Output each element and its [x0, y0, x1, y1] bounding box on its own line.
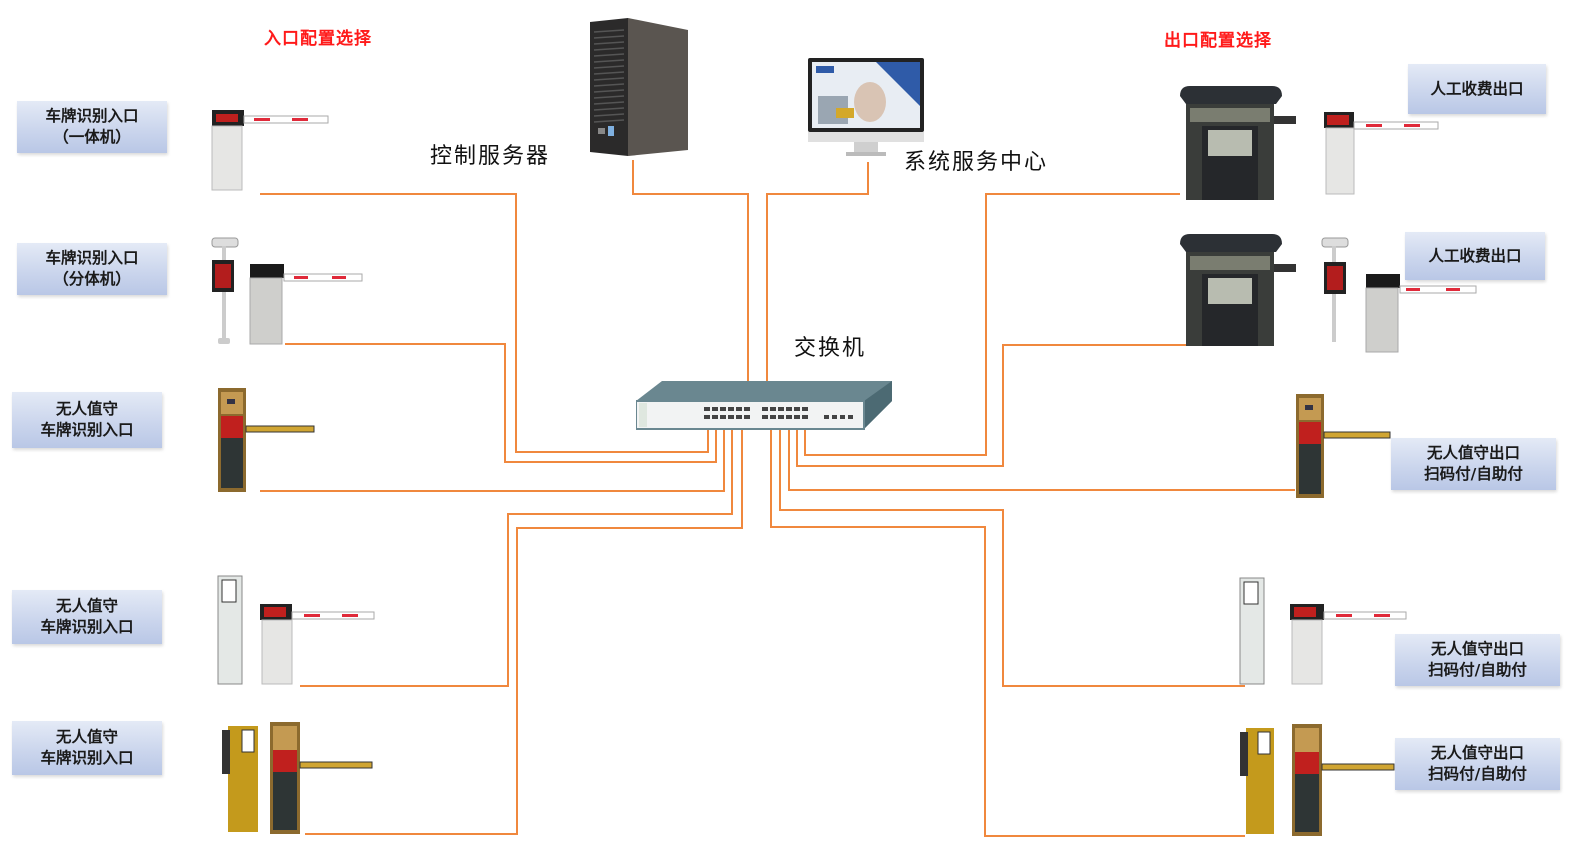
exit-lane-label-1: 人工收费出口 [1408, 64, 1546, 114]
switch-label: 交换机 [794, 336, 867, 361]
exit-lane-label-5: 无人值守出口 扫码付/自助付 [1395, 738, 1560, 790]
exit-lane-label-3: 无人值守出口 扫码付/自助付 [1391, 438, 1556, 490]
integrated-barrier-gate-icon [208, 108, 330, 194]
control-server-icon [588, 14, 696, 158]
brown-barrier-gate-icon [216, 388, 316, 492]
wire-server [632, 160, 749, 382]
wire-service-center [766, 162, 869, 382]
entrance-config-title: 入口配置选择 [264, 29, 372, 49]
brown-barrier-gate-exit-icon [1294, 394, 1394, 498]
control-server-label: 控制服务器 [430, 144, 551, 169]
toll-booth-camera-pole-and-barrier-gate-icon [1176, 234, 1482, 354]
exit-lane-label-4: 无人值守出口 扫码付/自助付 [1395, 634, 1560, 686]
wire-entrance-4 [300, 430, 733, 687]
entrance-lane-label-2: 车牌识别入口 （分体机） [17, 243, 167, 295]
entrance-lane-label-1: 车牌识别入口 （一体机） [17, 101, 167, 153]
entrance-lane-label-3: 无人值守 车牌识别入口 [12, 392, 162, 448]
service-center-label: 系统服务中心 [904, 150, 1049, 175]
wire-entrance-5 [305, 430, 743, 835]
camera-pole-and-barrier-gate-icon [208, 234, 364, 348]
wire-exit-3 [788, 430, 1295, 491]
exit-config-title: 出口配置选择 [1164, 31, 1272, 51]
wire-exit-1 [804, 193, 1180, 456]
gold-kiosk-and-brown-barrier-gate-exit-icon [1240, 724, 1396, 836]
wire-exit-4 [779, 430, 1245, 687]
entrance-lane-label-5: 无人值守 车牌识别入口 [12, 721, 162, 775]
wire-exit-2 [796, 344, 1188, 467]
kiosk-and-barrier-gate-exit-icon [1238, 576, 1410, 688]
toll-booth-and-barrier-gate-icon [1176, 86, 1442, 204]
wire-entrance-3 [260, 430, 725, 492]
wire-entrance-2 [285, 343, 717, 463]
exit-lane-label-2: 人工收费出口 [1405, 232, 1545, 280]
wire-entrance-1 [260, 193, 709, 453]
network-switch-icon [635, 381, 892, 431]
service-center-monitor-icon [806, 56, 926, 162]
wire-exit-5 [770, 430, 1245, 837]
gold-kiosk-and-brown-barrier-gate-icon [222, 722, 374, 834]
kiosk-and-barrier-gate-icon [216, 574, 376, 688]
entrance-lane-label-4: 无人值守 车牌识别入口 [12, 590, 162, 644]
